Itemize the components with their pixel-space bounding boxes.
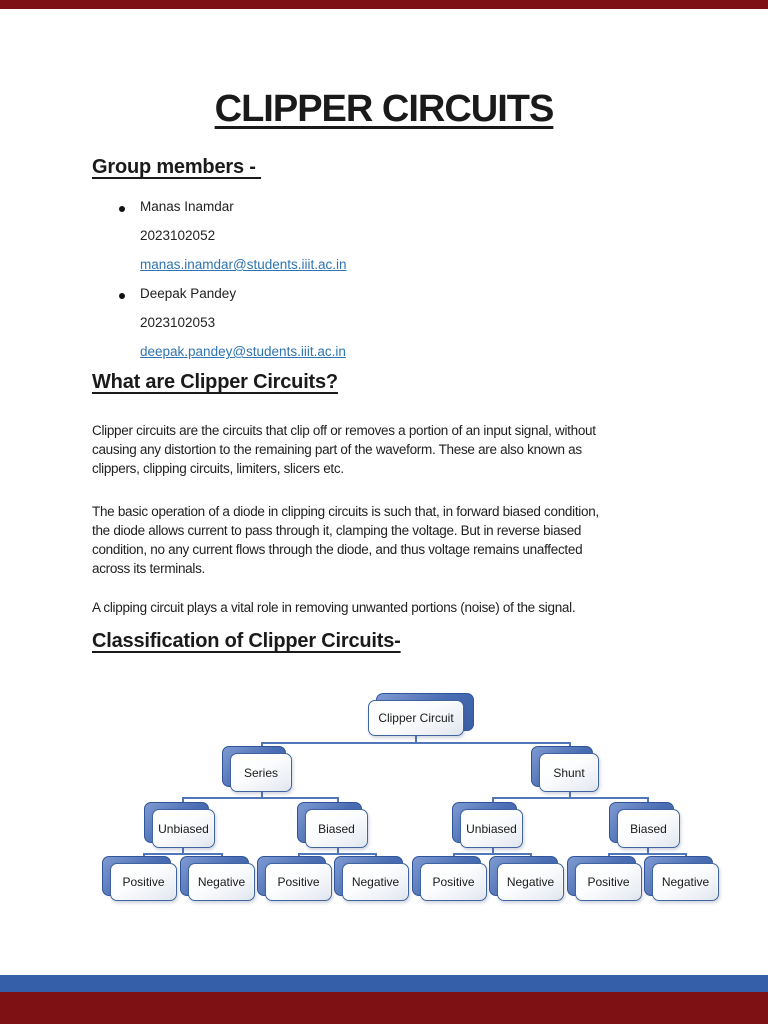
- next-page-edge: [0, 975, 768, 992]
- connector-line: [492, 797, 648, 799]
- connector-line: [492, 848, 494, 854]
- connector-line: [608, 853, 686, 855]
- connector-line: [182, 797, 184, 803]
- node-label: Biased: [617, 809, 680, 848]
- member-name: Deepak Pandey: [140, 286, 237, 301]
- paragraph-line: clippers, clipping circuits, limiters, s…: [92, 461, 344, 476]
- node-label: Clipper Circuit: [368, 700, 464, 736]
- group-members-heading: Group members -: [92, 156, 262, 178]
- diagram-node-negative: Negative: [489, 856, 564, 901]
- node-label: Positive: [420, 863, 487, 901]
- page-title: CLIPPER CIRCUITS: [0, 88, 768, 131]
- paragraph-line: Clipper circuits are the circuits that c…: [92, 423, 596, 438]
- viewer-bottom-bar: [0, 992, 768, 1024]
- diagram-node-positive: Positive: [412, 856, 487, 901]
- paragraph: A clipping circuit plays a vital role in…: [92, 598, 732, 617]
- node-label: Negative: [342, 863, 409, 901]
- diagram-node-unbiased: Unbiased: [452, 802, 523, 848]
- connector-line: [298, 853, 376, 855]
- paragraph-line: A clipping circuit plays a vital role in…: [92, 600, 576, 615]
- bullet-icon: [119, 206, 125, 212]
- paragraph-line: The basic operation of a diode in clippi…: [92, 504, 599, 519]
- connector-line: [143, 853, 222, 855]
- connector-line: [569, 742, 571, 747]
- node-label: Negative: [188, 863, 255, 901]
- diagram-node-biased: Biased: [297, 802, 368, 848]
- connector-line: [182, 848, 184, 854]
- classification-heading: Classification of Clipper Circuits-: [92, 630, 401, 652]
- diagram-node-positive: Positive: [567, 856, 642, 901]
- member-email-row: deepak.pandey@students.iiit.ac.in: [140, 344, 346, 359]
- connector-line: [337, 848, 339, 854]
- connector-line: [261, 742, 570, 744]
- diagram-node-biased: Biased: [609, 802, 680, 848]
- connector-line: [261, 792, 263, 798]
- diagram-node-positive: Positive: [257, 856, 332, 901]
- diagram-node-series: Series: [222, 746, 292, 792]
- node-label: Biased: [305, 809, 368, 848]
- connector-line: [261, 742, 263, 747]
- page-title-text: CLIPPER CIRCUITS: [214, 88, 555, 130]
- member-roll-no: 2023102052: [140, 228, 216, 243]
- bullet-icon: [119, 293, 125, 299]
- connector-line: [492, 797, 494, 803]
- member-email-row: manas.inamdar@students.iiit.ac.in: [140, 257, 347, 272]
- node-label: Unbiased: [460, 809, 523, 848]
- diagram-node-clipper-circuit: Clipper Circuit: [368, 693, 474, 736]
- diagram-node-unbiased: Unbiased: [144, 802, 215, 848]
- connector-line: [569, 792, 571, 798]
- node-label: Unbiased: [152, 809, 215, 848]
- node-label: Negative: [497, 863, 564, 901]
- viewer-top-bar: [0, 0, 768, 9]
- member-email-link[interactable]: manas.inamdar@students.iiit.ac.in: [140, 257, 347, 272]
- paragraph-line: causing any distortion to the remaining …: [92, 442, 582, 457]
- diagram-node-negative: Negative: [334, 856, 409, 901]
- connector-line: [182, 797, 338, 799]
- node-label: Shunt: [539, 753, 599, 792]
- diagram-node-negative: Negative: [644, 856, 719, 901]
- member-roll-no: 2023102053: [140, 315, 216, 330]
- paragraph-line: the diode allows current to pass through…: [92, 523, 582, 538]
- node-label: Negative: [652, 863, 719, 901]
- paragraph-line: condition, no any current flows through …: [92, 542, 583, 557]
- paragraph-line: across its terminals.: [92, 561, 205, 576]
- node-label: Positive: [110, 863, 177, 901]
- member-email-link[interactable]: deepak.pandey@students.iiit.ac.in: [140, 344, 346, 359]
- what-section-heading: What are Clipper Circuits?: [92, 371, 338, 393]
- diagram-node-negative: Negative: [180, 856, 255, 901]
- connector-line: [647, 848, 649, 854]
- diagram-node-shunt: Shunt: [531, 746, 599, 792]
- paragraph: Clipper circuits are the circuits that c…: [92, 421, 732, 478]
- paragraph: The basic operation of a diode in clippi…: [92, 502, 732, 578]
- connector-line: [453, 853, 531, 855]
- connector-line: [415, 736, 417, 743]
- diagram-node-positive: Positive: [102, 856, 177, 901]
- node-label: Series: [230, 753, 292, 792]
- node-label: Positive: [575, 863, 642, 901]
- member-name: Manas Inamdar: [140, 199, 234, 214]
- connector-line: [647, 797, 649, 803]
- node-label: Positive: [265, 863, 332, 901]
- connector-line: [337, 797, 339, 803]
